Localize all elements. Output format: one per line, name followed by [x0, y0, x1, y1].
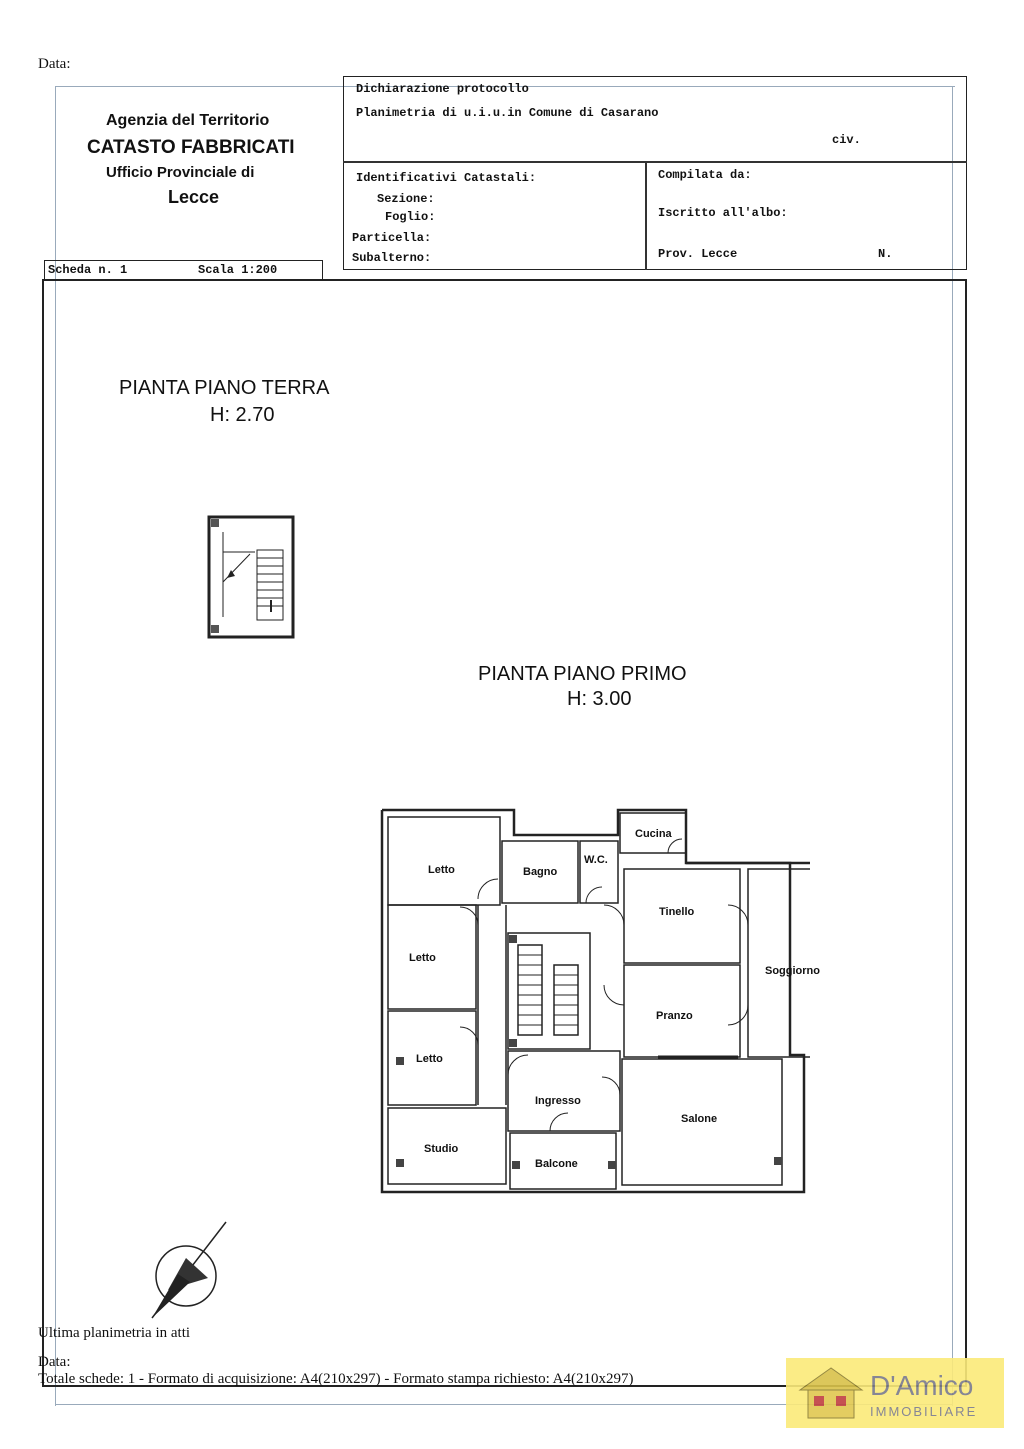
- prov-label: Prov. Lecce: [658, 247, 738, 261]
- room-salone: Salone: [681, 1113, 718, 1125]
- room-wc: W.C.: [584, 854, 608, 866]
- room-pranzo: Pranzo: [656, 1010, 693, 1022]
- scheda-label: Scheda n. 1: [48, 263, 128, 277]
- drawing-frame: [42, 279, 967, 1387]
- particella-label: Particella:: [352, 231, 432, 245]
- room-balcone: Balcone: [535, 1158, 578, 1170]
- first-plan-title: PIANTA PIANO PRIMO: [478, 663, 687, 685]
- frame-top-line: [55, 86, 955, 87]
- watermark-brand: D'Amico: [870, 1370, 974, 1401]
- agency-line2: CATASTO FABBRICATI: [87, 137, 295, 158]
- n-label: N.: [878, 247, 893, 261]
- ground-plan-height: H: 2.70: [210, 404, 275, 426]
- room-studio: Studio: [424, 1143, 459, 1155]
- identifiers-divider: [645, 161, 647, 270]
- room-letto-2: Letto: [409, 952, 436, 964]
- damico-watermark: D'Amico IMMOBILIARE: [786, 1358, 1004, 1428]
- agency-line3: Ufficio Provinciale di: [106, 164, 255, 181]
- ground-plan-title: PIANTA PIANO TERRA: [119, 377, 330, 399]
- watermark-sub: IMMOBILIARE: [870, 1404, 978, 1419]
- foglio-label: Foglio:: [385, 210, 436, 224]
- sezione-label: Sezione:: [377, 192, 435, 206]
- declaration-civ: civ.: [832, 133, 861, 147]
- scala-label: Scala 1:200: [198, 263, 278, 277]
- room-soggiorno: Soggiorno: [765, 965, 820, 977]
- iscritto-label: Iscritto all'albo:: [658, 206, 788, 220]
- room-ingresso: Ingresso: [535, 1095, 581, 1107]
- agency-line4: Lecce: [168, 187, 220, 207]
- room-tinello: Tinello: [659, 906, 695, 918]
- declaration-divider: [343, 161, 967, 163]
- subalterno-label: Subalterno:: [352, 251, 432, 265]
- first-floor-plan: [380, 808, 810, 1194]
- ultima-planimetria: Ultima planimetria in atti: [38, 1325, 191, 1341]
- top-date-label: Data:: [38, 56, 71, 72]
- room-letto-3: Letto: [416, 1053, 443, 1065]
- totale-schede: Totale schede: 1 - Formato di acquisizio…: [38, 1371, 634, 1387]
- agency-line1: Agenzia del Territorio: [106, 112, 270, 129]
- north-arrow-icon: [151, 1221, 227, 1319]
- room-letto-1: Letto: [428, 864, 455, 876]
- room-bagno: Bagno: [523, 866, 558, 878]
- footer-date-label: Data:: [38, 1354, 71, 1370]
- frame-left-line: [55, 86, 56, 1406]
- declaration-box: [343, 76, 967, 270]
- ground-floor-stair-plan: [207, 515, 295, 639]
- declaration-subtitle: Planimetria di u.i.u.in Comune di Casara…: [356, 106, 659, 120]
- frame-bottom-line: [55, 1404, 953, 1405]
- declaration-title: Dichiarazione protocollo: [356, 82, 529, 96]
- first-plan-height: H: 3.00: [567, 688, 632, 710]
- frame-right-line: [952, 86, 953, 1406]
- identifiers-title: Identificativi Catastali:: [356, 171, 537, 185]
- room-cucina: Cucina: [635, 828, 672, 840]
- house-logo-icon: [798, 1367, 864, 1419]
- compiled-title: Compilata da:: [658, 168, 752, 182]
